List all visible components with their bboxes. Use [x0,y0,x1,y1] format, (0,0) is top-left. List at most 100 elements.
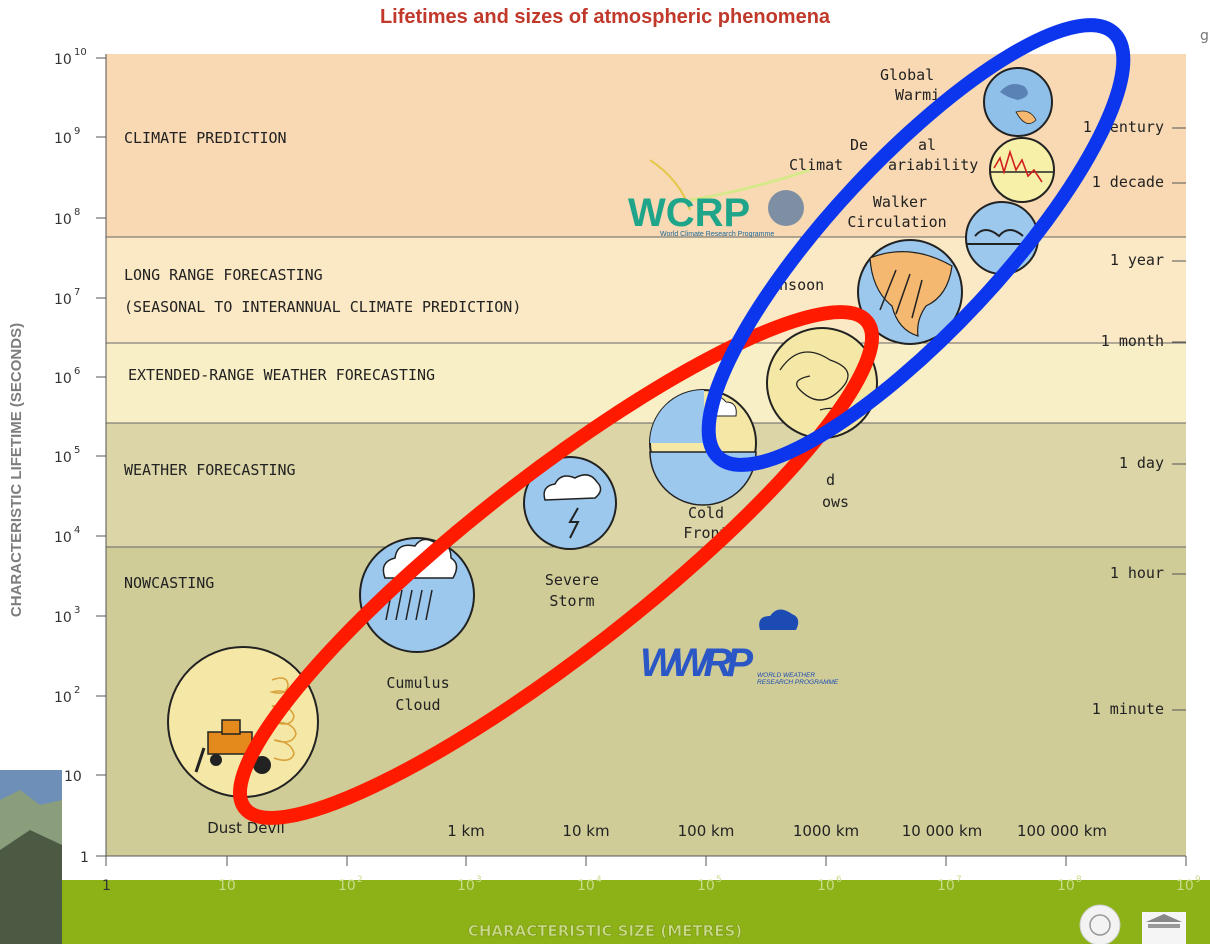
svg-text:1: 1 [80,850,89,866]
wmo-emblem [1079,904,1121,944]
dust-devil-circle [167,646,319,798]
x-axis-label: CHARACTERISTIC SIZE (METRES) [468,922,742,940]
band-label-weather: WEATHER FORECASTING [124,461,296,479]
size-label: 100 000 km [1017,822,1107,840]
svg-text:8: 8 [1076,875,1082,885]
band-label-long-range-sub: (SEASONAL TO INTERANNUAL CLIMATE PREDICT… [124,298,521,316]
band-weather-forecasting [106,423,1186,547]
svg-text:6: 6 [836,875,842,885]
svg-text:10: 10 [577,878,595,894]
svg-text:8: 8 [74,207,80,218]
decadal-label-1a: De [850,136,868,154]
svg-text:RESEARCH PROGRAMME: RESEARCH PROGRAMME [757,679,839,686]
svg-text:10: 10 [817,878,835,894]
corner-glyph: g [1200,28,1209,44]
band-extended-range [106,343,1186,423]
x-tick: 1 [102,856,111,894]
svg-text:10: 10 [1176,878,1194,894]
y-axis-label: CHARACTERISTIC LIFETIME (SECONDS) [8,322,25,618]
svg-text:4: 4 [596,875,602,885]
svg-text:10: 10 [54,371,72,387]
size-label: 100 km [678,822,735,840]
svg-text:10: 10 [218,878,236,894]
svg-text:10: 10 [1057,878,1075,894]
footer-bar [0,880,1210,944]
global-warming-label-1: Global [880,66,934,84]
svg-text:10: 10 [64,769,82,785]
severe-storm-label-1: Severe [545,571,599,589]
time-label-decade: 1 decade [1092,173,1186,191]
svg-text:10: 10 [54,530,72,546]
svg-text:7: 7 [74,287,80,298]
svg-text:10: 10 [74,47,87,58]
svg-text:1 minute: 1 minute [1092,700,1164,718]
svg-text:3: 3 [476,875,482,885]
landscape-photo [0,770,62,944]
size-label: 10 km [562,822,609,840]
svg-text:10: 10 [54,690,72,706]
decadal-label-2b: ariability [888,156,978,174]
time-label-month: 1 month [1101,332,1186,350]
svg-text:1 year: 1 year [1110,251,1164,269]
cumulus-label-1: Cumulus [386,674,449,692]
cumulus-label-2: Cloud [395,696,440,714]
cold-front-circle [649,389,757,506]
svg-text:7: 7 [956,875,962,885]
red-highlight-ellipse [233,305,879,825]
wwrp-logo: WWRP WORLD WEATHER RESEARCH PROGRAMME [640,609,839,686]
x-tick: 10 [218,856,236,894]
svg-text:10: 10 [54,610,72,626]
svg-text:4: 4 [74,525,80,536]
cold-front-label-1: Cold [688,504,724,522]
svg-text:2: 2 [357,875,363,885]
unesco-emblem [1142,912,1186,944]
decadal-circle [989,137,1055,203]
severe-storm-label-2: Storm [549,592,594,610]
size-labels: 1 km 10 km 100 km 1000 km 10 000 km 100 … [447,822,1107,840]
chart-title: Lifetimes and sizes of atmospheric pheno… [379,6,831,28]
blue-highlight-ellipse [701,18,1131,472]
svg-text:WWRP: WWRP [640,641,753,685]
svg-text:3: 3 [74,605,80,616]
y-tick: 1 [80,850,106,866]
band-label-climate: CLIMATE PREDICTION [124,129,287,147]
global-warming-label-2: Warmi [895,86,940,104]
svg-text:1 day: 1 day [1119,454,1164,472]
time-labels: 1 century 1 decade 1 year 1 month 1 day … [1083,118,1186,718]
svg-text:2: 2 [74,685,80,696]
svg-text:10: 10 [457,878,475,894]
svg-text:10: 10 [338,878,356,894]
svg-text:9: 9 [74,126,80,137]
svg-text:10: 10 [54,131,72,147]
lows-label-partial-2: ows [822,493,849,511]
svg-text:1: 1 [102,878,111,894]
size-label: 1 km [447,822,485,840]
svg-text:5: 5 [716,875,722,885]
walker-label-2: Circulation [847,213,946,231]
svg-text:1 hour: 1 hour [1110,564,1164,582]
size-label: 1000 km [793,822,859,840]
time-label-day: 1 day [1119,454,1186,472]
svg-text:10: 10 [54,450,72,466]
svg-text:5: 5 [74,445,80,456]
time-label-minute: 1 minute [1092,700,1186,718]
tractor-icon [194,719,271,774]
band-label-long-range: LONG RANGE FORECASTING [124,266,323,284]
